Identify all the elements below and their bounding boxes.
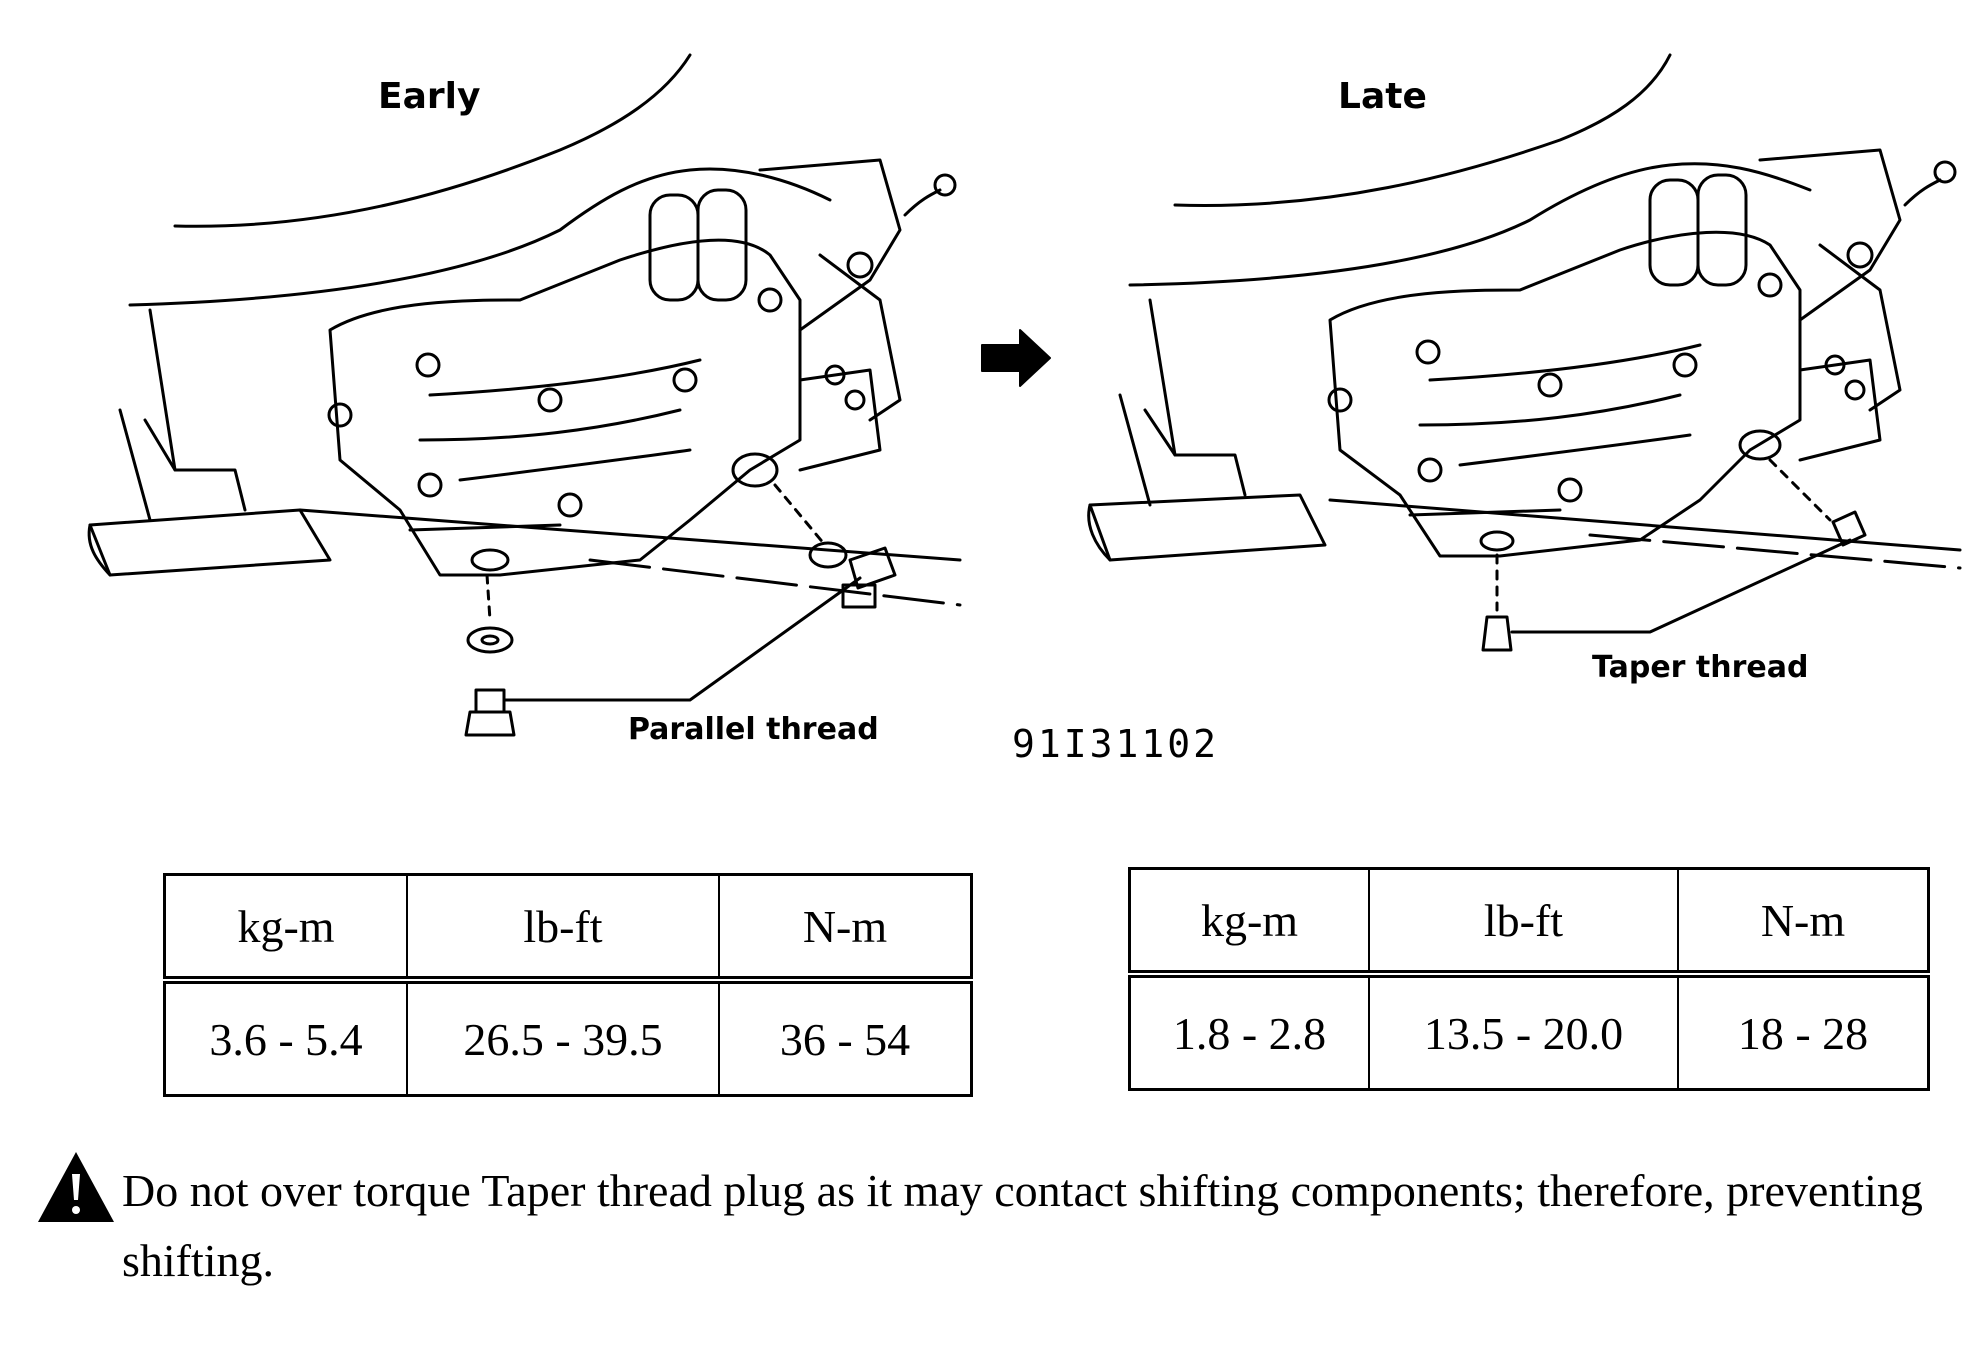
- value-kg-m: 1.8 - 2.8: [1128, 973, 1370, 1091]
- late-panel-title: Late: [1338, 76, 1427, 117]
- header-n-m: N-m: [718, 873, 973, 981]
- early-torque-table: kg-m lb-ft N-m 3.6 - 5.4 26.5 - 39.5 36 …: [163, 873, 973, 1097]
- header-lb-ft: lb-ft: [406, 873, 720, 981]
- figure-code: 91I31102: [1012, 722, 1220, 766]
- value-n-m: 36 - 54: [718, 979, 973, 1097]
- value-kg-m: 3.6 - 5.4: [163, 979, 408, 1097]
- early-transmission-drawing: [87, 53, 962, 737]
- warning-text: Do not over torque Taper thread plug as …: [122, 1165, 1923, 1286]
- taper-thread-callout: Taper thread: [1592, 650, 1809, 685]
- table-row: 1.8 - 2.8 13.5 - 20.0 18 - 28: [1128, 973, 1930, 1091]
- warning-triangle-icon: [38, 1152, 114, 1222]
- value-lb-ft: 13.5 - 20.0: [1368, 973, 1679, 1091]
- table-header-row: kg-m lb-ft N-m: [163, 873, 973, 981]
- header-lb-ft: lb-ft: [1368, 867, 1679, 975]
- value-lb-ft: 26.5 - 39.5: [406, 979, 720, 1097]
- parallel-thread-callout: Parallel thread: [628, 712, 879, 747]
- header-kg-m: kg-m: [163, 873, 408, 981]
- header-kg-m: kg-m: [1128, 867, 1370, 975]
- table-row: 3.6 - 5.4 26.5 - 39.5 36 - 54: [163, 979, 973, 1097]
- late-torque-table: kg-m lb-ft N-m 1.8 - 2.8 13.5 - 20.0 18 …: [1128, 867, 1930, 1091]
- right-arrow-icon: [981, 329, 1051, 387]
- header-n-m: N-m: [1677, 867, 1930, 975]
- table-header-row: kg-m lb-ft N-m: [1128, 867, 1930, 975]
- late-transmission-drawing: [1087, 53, 1962, 652]
- early-panel-title: Early: [378, 76, 481, 117]
- value-n-m: 18 - 28: [1677, 973, 1930, 1091]
- transmission-illustration: [87, 53, 1962, 737]
